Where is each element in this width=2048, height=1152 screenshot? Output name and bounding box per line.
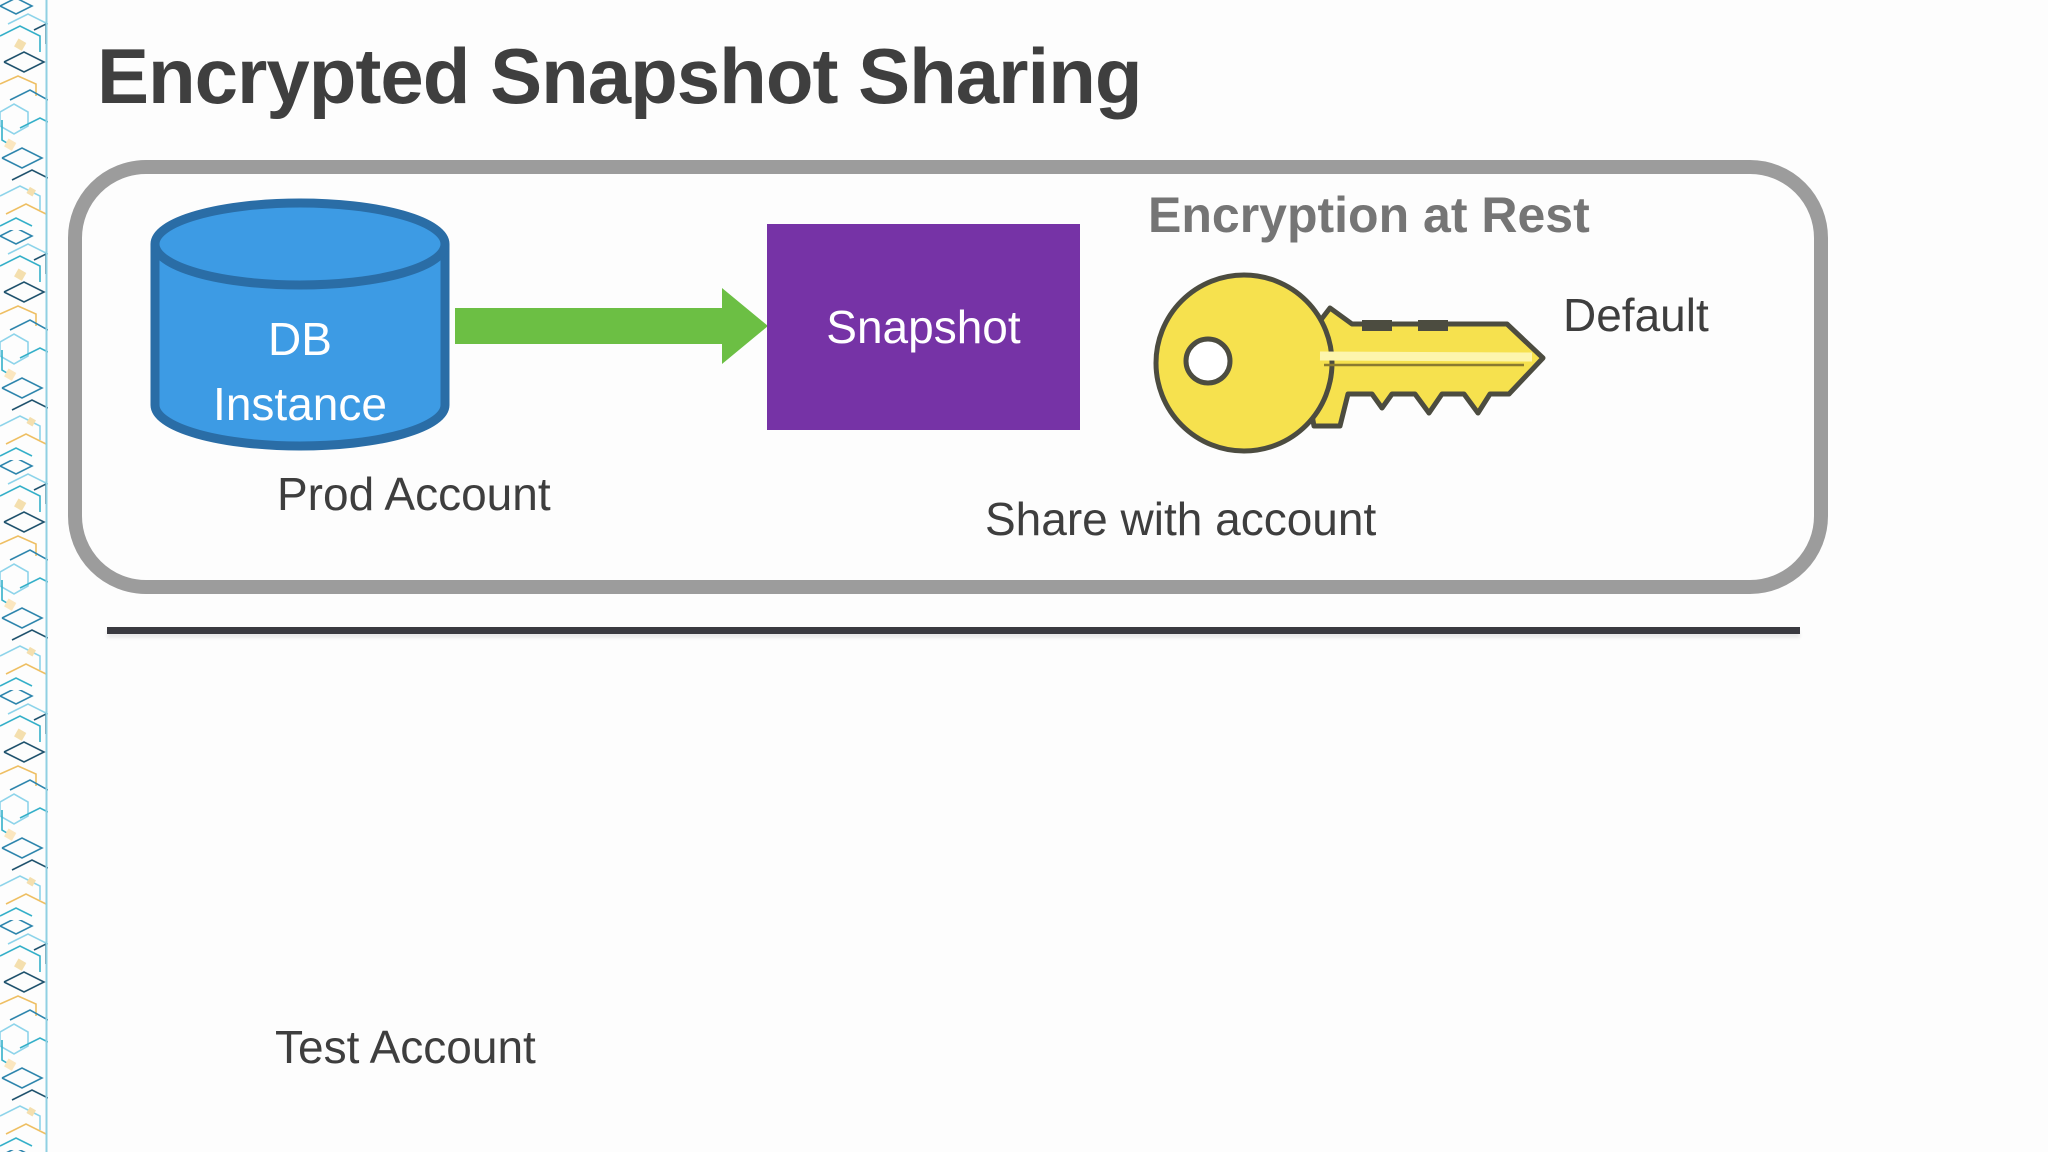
default-key-label: Default [1563, 289, 1709, 341]
prod-account-container [68, 160, 1828, 594]
database-cylinder-icon [150, 198, 450, 451]
snapshot-label: Snapshot [826, 301, 1021, 353]
encryption-at-rest-heading: Encryption at Rest [1148, 187, 1590, 243]
account-divider-line [107, 627, 1800, 634]
arrow-right-icon [455, 288, 768, 364]
circuit-pattern-strip [0, 0, 48, 1152]
db-instance-label-line1: DB [268, 313, 332, 365]
db-instance-label-line2: Instance [213, 378, 387, 430]
snapshot-box: Snapshot [767, 224, 1080, 430]
test-account-caption: Test Account [275, 1021, 536, 1073]
db-instance-label: DB Instance [150, 307, 450, 437]
key-icon [1153, 272, 1546, 454]
share-with-account-label: Share with account [985, 493, 1377, 545]
slide-title: Encrypted Snapshot Sharing [97, 32, 1142, 120]
prod-account-caption: Prod Account [277, 468, 551, 520]
